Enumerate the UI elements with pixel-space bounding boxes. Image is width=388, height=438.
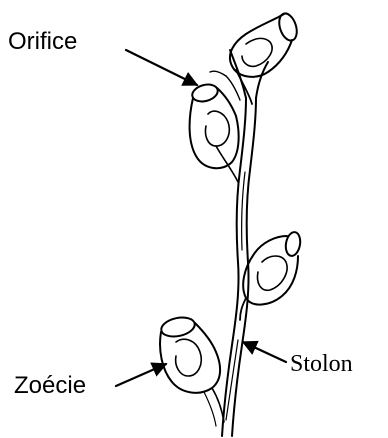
arrow-zoecie: [116, 364, 166, 386]
zooid-orifice: [190, 82, 239, 182]
zooid-top: [230, 11, 300, 104]
arrow-stolon: [243, 342, 286, 362]
label-stolon: Stolon: [290, 352, 353, 376]
zooid-bottom: [160, 315, 224, 426]
label-zoecie: Zoécie: [14, 374, 86, 398]
stolon-stem: [222, 98, 256, 436]
label-orifice: Orifice: [8, 30, 77, 54]
arrow-orifice: [126, 50, 197, 85]
